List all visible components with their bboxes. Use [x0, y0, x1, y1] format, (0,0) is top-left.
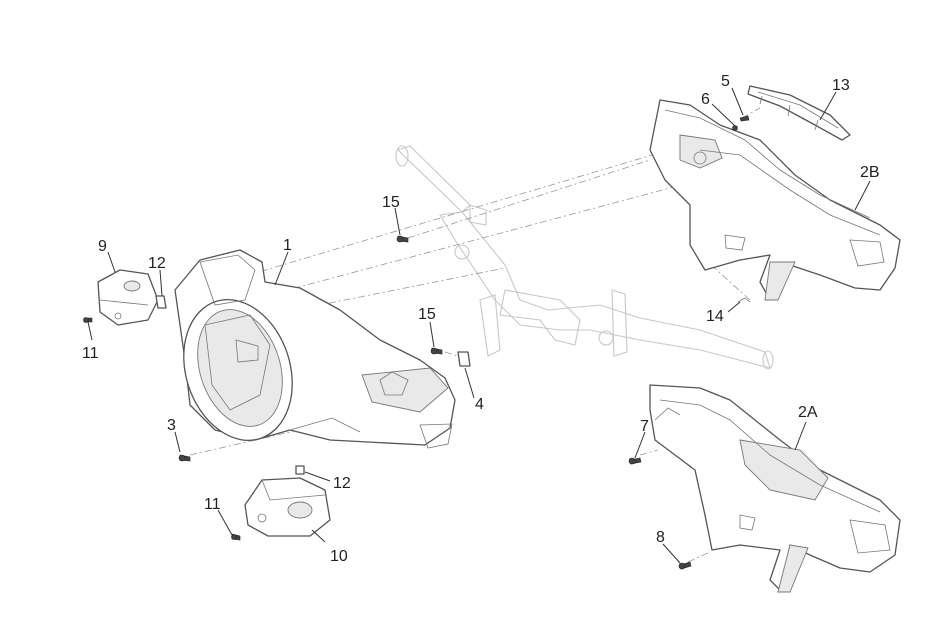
callout-4: 4 — [475, 396, 484, 413]
callout-11-upper: 11 — [82, 345, 99, 362]
callout-5: 5 — [721, 73, 730, 90]
part-1-front-cover — [174, 249, 456, 449]
part-2B-rear-cover — [649, 99, 901, 301]
callout-10: 10 — [330, 548, 348, 565]
callout-9: 9 — [98, 238, 107, 255]
handlebar-tube — [395, 145, 774, 370]
callout-labels: 1 2A 2B 3 4 5 6 7 8 9 10 11 11 12 12 13 … — [82, 73, 880, 565]
callout-3: 3 — [167, 417, 176, 434]
callout-2A: 2A — [798, 404, 818, 421]
callout-14: 14 — [706, 308, 724, 325]
part-9-switch-cover — [97, 269, 159, 326]
callout-12-lower: 12 — [333, 475, 351, 492]
callout-13: 13 — [832, 77, 850, 94]
callout-15-upper: 15 — [382, 194, 400, 211]
part-13-top-trim — [747, 85, 851, 141]
part-2A-rear-cover — [649, 384, 901, 593]
callout-1: 1 — [283, 237, 292, 254]
callout-11-lower: 11 — [204, 496, 221, 513]
callout-6: 6 — [701, 91, 710, 108]
callout-2B: 2B — [860, 164, 880, 181]
callout-15-lower: 15 — [418, 306, 436, 323]
callout-12-upper: 12 — [148, 255, 166, 272]
leader-lines — [87, 87, 871, 564]
part-10-switch-cover — [244, 477, 331, 537]
hardware — [83, 115, 751, 570]
callout-8: 8 — [656, 529, 665, 546]
callout-7: 7 — [640, 418, 649, 435]
